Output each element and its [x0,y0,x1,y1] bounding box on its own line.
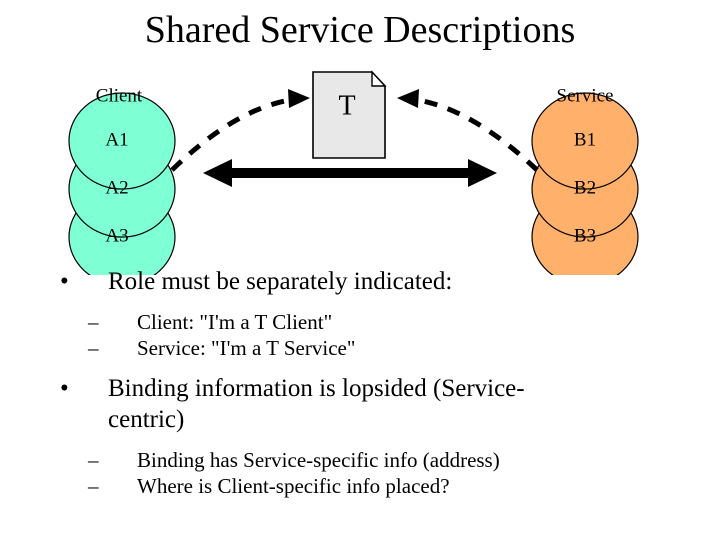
client-label-a3: A3 [105,225,128,246]
document-body [312,71,386,159]
document-fold-corner-icon [371,70,387,87]
dashed-curve-left [170,97,291,172]
bullet-level2-binding-info: – Binding has Service-specific info (add… [0,447,720,473]
bullet-level1-role: • Role must be separately indicated: [0,266,720,297]
bullet-level2-client-info: – Where is Client-specific info placed? [0,473,720,499]
bullet-level2-client-info-text: Where is Client-specific info placed? [137,474,450,498]
bullet-level2-service-role-text: Service: "I'm a T Service" [137,336,356,360]
bullet-glyph-icon: • [60,375,69,402]
bullet-level1-binding-text: Binding information is lopsided (Service… [108,375,525,433]
client-stack[interactable]: Client A1 A2 A3 [68,85,176,275]
service-to-document-connector [397,89,539,172]
bullet-glyph-icon: • [60,268,69,295]
service-circle-b1[interactable] [531,92,639,190]
page-title: Shared Service Descriptions [144,9,576,51]
arrow-head-right [468,159,497,187]
dashed-curve-right [417,97,539,172]
dash-glyph-icon: – [88,336,99,360]
spacer [0,437,720,447]
dash-glyph-icon: – [88,310,99,334]
bullet-level2-client-role-text: Client: "I'm a T Client" [137,310,333,334]
client-service-link-arrow [203,159,497,187]
client-label-a1: A1 [105,129,128,150]
dashed-arrow-head-right-icon [288,89,310,108]
dash-glyph-icon: – [88,448,99,472]
spacer [0,361,720,373]
dash-glyph-icon: – [88,474,99,498]
client-circle-a1[interactable] [68,92,176,190]
arrow-head-left [203,159,232,187]
spacer [0,299,720,309]
bullet-level2-binding-info-text: Binding has Service-specific info (addre… [137,448,500,472]
client-label-title: Client [96,85,143,106]
diagram-canvas: Client A1 A2 A3 Service B1 B2 B3 [68,70,639,275]
bullet-list: • Role must be separately indicated: – C… [0,266,720,499]
bullet-level1-binding: • Binding information is lopsided (Servi… [0,373,720,435]
client-label-a2: A2 [105,177,128,198]
service-label-b3: B3 [574,225,596,246]
service-label-title: Service [557,85,614,106]
bullet-level2-client-role: – Client: "I'm a T Client" [0,309,720,335]
service-stack[interactable]: Service B1 B2 B3 [531,85,639,275]
service-label-b2: B2 [574,177,596,198]
service-label-b1: B1 [574,129,596,150]
bullet-level1-role-text: Role must be separately indicated: [108,268,453,295]
bullet-level2-service-role: – Service: "I'm a T Service" [0,335,720,361]
dashed-arrow-head-left-icon [397,89,419,108]
service-description-document[interactable]: T [312,70,387,159]
architecture-diagram: Client A1 A2 A3 Service B1 B2 B3 [0,60,720,275]
document-label: T [338,90,355,121]
client-to-document-connector [170,89,310,172]
